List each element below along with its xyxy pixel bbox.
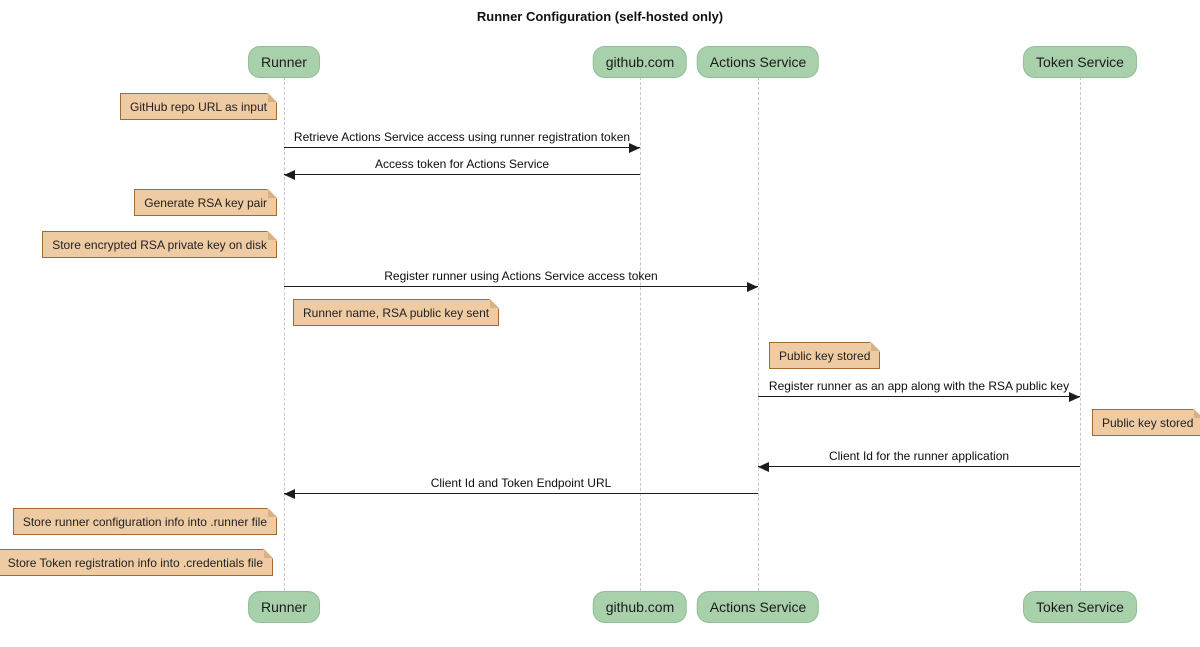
participant-runner-top: Runner xyxy=(248,46,320,78)
participant-actions-service-top: Actions Service xyxy=(696,46,820,78)
note-4: Public key stored xyxy=(769,342,881,369)
message-label-0: Retrieve Actions Service access using ru… xyxy=(293,130,631,144)
diagram-title: Runner Configuration (self-hosted only) xyxy=(476,9,724,24)
participant-token-service-bottom: Token Service xyxy=(1023,591,1137,623)
lifeline-actions-service xyxy=(758,77,759,591)
arrowhead-icon xyxy=(284,170,295,180)
message-line-2 xyxy=(284,286,758,287)
note-2: Store encrypted RSA private key on disk xyxy=(42,231,277,258)
arrowhead-icon xyxy=(758,462,769,472)
arrowhead-icon xyxy=(1069,392,1080,402)
note-0: GitHub repo URL as input xyxy=(120,93,277,120)
message-label-5: Client Id and Token Endpoint URL xyxy=(430,476,612,490)
participant-runner-bottom: Runner xyxy=(248,591,320,623)
lifeline-github xyxy=(640,77,641,591)
lifeline-runner xyxy=(284,77,285,591)
message-line-5 xyxy=(284,493,758,494)
participant-github-top: github.com xyxy=(592,46,688,78)
message-line-1 xyxy=(284,174,640,175)
note-3: Runner name, RSA public key sent xyxy=(293,299,500,326)
note-1: Generate RSA key pair xyxy=(134,189,277,216)
participant-github-bottom: github.com xyxy=(592,591,688,623)
message-label-2: Register runner using Actions Service ac… xyxy=(384,269,658,283)
note-7: Store Token registration info into .cred… xyxy=(0,549,274,576)
participant-token-service-top: Token Service xyxy=(1023,46,1137,78)
message-label-4: Client Id for the runner application xyxy=(828,449,1010,463)
participant-actions-service-bottom: Actions Service xyxy=(696,591,820,623)
arrowhead-icon xyxy=(629,143,640,153)
message-label-3: Register runner as an app along with the… xyxy=(768,379,1070,393)
message-line-4 xyxy=(758,466,1080,467)
message-line-3 xyxy=(758,396,1080,397)
lifeline-token-service xyxy=(1080,77,1081,591)
arrowhead-icon xyxy=(284,489,295,499)
message-line-0 xyxy=(284,147,640,148)
arrowhead-icon xyxy=(747,282,758,292)
note-5: Public key stored xyxy=(1092,409,1200,436)
message-label-1: Access token for Actions Service xyxy=(374,157,550,171)
note-6: Store runner configuration info into .ru… xyxy=(12,508,278,535)
